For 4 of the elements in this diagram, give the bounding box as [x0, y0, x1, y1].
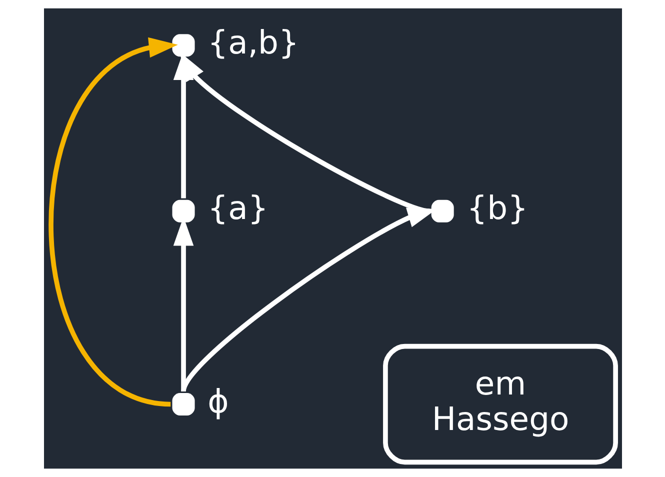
node-label: {a,b} — [207, 23, 298, 62]
node-label: {a} — [207, 189, 268, 228]
node-label: ϕ — [207, 382, 228, 420]
node-label: {b} — [466, 189, 528, 228]
